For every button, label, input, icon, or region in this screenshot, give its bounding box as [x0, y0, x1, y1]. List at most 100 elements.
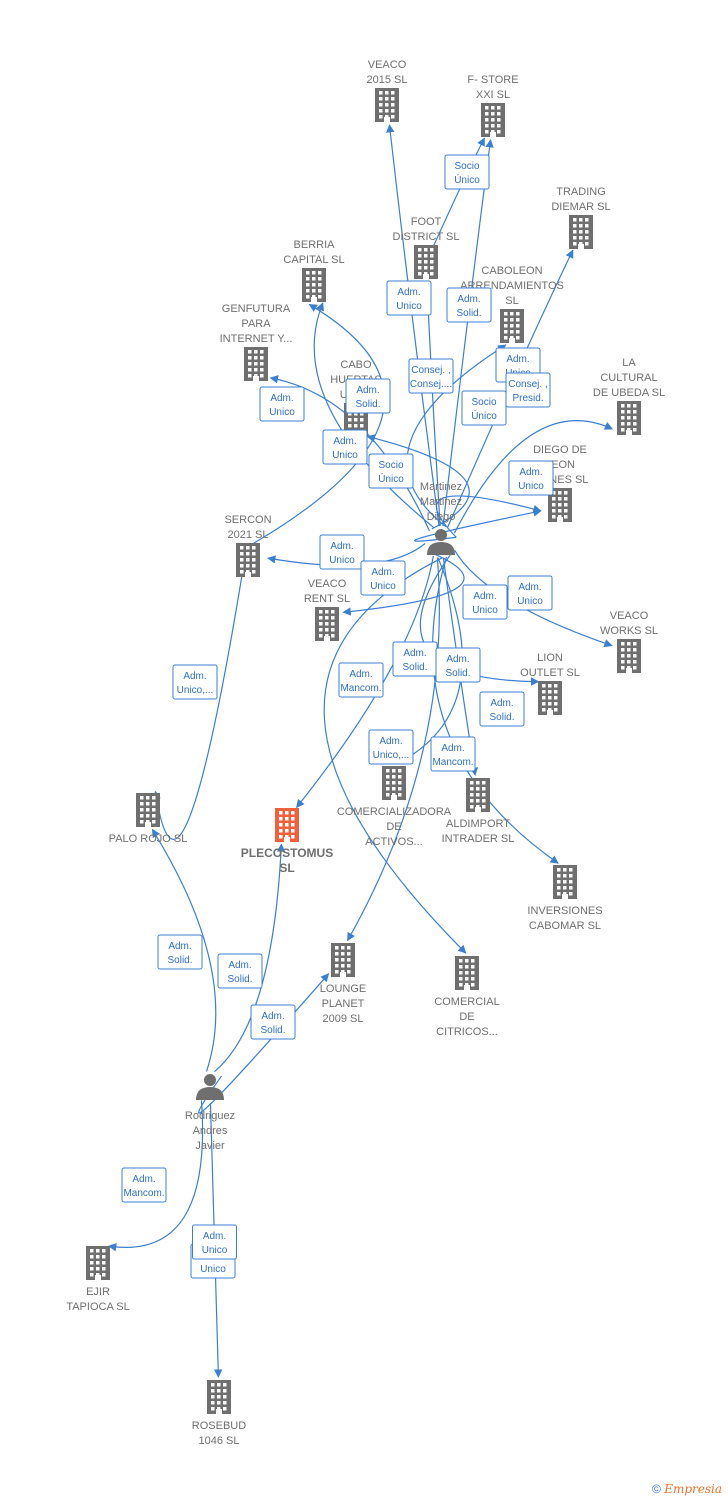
edge-label-box[interactable]	[259, 386, 305, 422]
building-icon[interactable]	[315, 607, 339, 641]
edge-label-box[interactable]	[319, 534, 365, 570]
edge-label-box[interactable]	[508, 460, 554, 496]
edge-label-box[interactable]	[446, 287, 492, 323]
building-icon[interactable]	[500, 309, 524, 343]
edge-label-box[interactable]	[368, 729, 414, 765]
edge-label-rodriguez-rosebud[interactable]: Adm.Unico	[192, 1224, 237, 1260]
edge-label-martinez-veacorent[interactable]: Adm.Unico	[507, 575, 553, 611]
edge-label-martinez-cabo[interactable]: Adm.Unico	[508, 460, 554, 496]
edge-label-martinez-lounge[interactable]: Adm.Mancom.	[430, 736, 476, 772]
edge-label-martinez-fstore[interactable]: Adm.Solid.	[446, 287, 492, 323]
edge-label-martinez-diegodeleon[interactable]: Adm.Unico	[319, 534, 365, 570]
edge-label-box[interactable]	[435, 647, 481, 683]
edge-label-martinez-plecostomus[interactable]: Adm.Solid.	[392, 641, 438, 677]
edge-label-martinez-inversiones[interactable]: Adm.Unico,...	[368, 729, 414, 765]
building-icon[interactable]	[538, 681, 562, 715]
edge-label-box[interactable]	[322, 429, 368, 465]
edge-label-box[interactable]	[157, 934, 203, 970]
node-palorojo[interactable]: PALO ROJO SL	[109, 793, 188, 845]
edge-label-box[interactable]	[368, 453, 414, 489]
node-comercializadora[interactable]: COMERCIALIZADORADEACTIVOS...	[337, 766, 452, 848]
edge-label-martinez-comercializadora[interactable]: Adm.Solid.	[479, 691, 525, 727]
edge-label-box[interactable]	[479, 691, 525, 727]
edge-label-martinez-aldimport[interactable]: Adm.Solid.	[435, 647, 481, 683]
edge-label-box[interactable]	[461, 390, 507, 426]
building-icon[interactable]	[236, 543, 260, 577]
edge-label-martinez-genfutura[interactable]: Adm.Solid.	[345, 378, 391, 414]
building-icon[interactable]	[617, 401, 641, 435]
node-comercial[interactable]: COMERCIALDECITRICOS...	[434, 956, 500, 1038]
building-icon[interactable]	[466, 778, 490, 812]
building-icon[interactable]	[481, 103, 505, 137]
edge-label-box[interactable]	[386, 280, 432, 316]
edge-label-box[interactable]	[408, 358, 454, 394]
edge-label-rodriguez-plecostomus[interactable]: Adm.Solid.	[250, 1004, 296, 1040]
building-icon[interactable]	[275, 808, 299, 842]
edge-label-sercon-palorojo[interactable]: Adm.Solid.	[157, 934, 203, 970]
building-icon[interactable]	[414, 245, 438, 279]
edge-label-martinez-lacultural[interactable]: Consej. ,Presid.	[505, 372, 551, 408]
edge-label-rodriguez-palorojo[interactable]: Adm.Solid.	[217, 953, 263, 989]
edge-label-martinez-veacoworks[interactable]: Adm.Unico	[462, 584, 508, 620]
edge-label-rodriguez-lounge[interactable]: Adm.Mancom.	[121, 1167, 167, 1203]
person-icon[interactable]	[427, 529, 455, 555]
edge-label-box[interactable]	[462, 584, 508, 620]
edge-label-martinez-lionoutlet[interactable]: Adm.Mancom.	[338, 662, 384, 698]
edge-label-box[interactable]	[444, 154, 490, 190]
edge-label-martinez-comercial[interactable]: Adm.Unico,...	[172, 664, 218, 700]
edge-label-martinez-foot[interactable]: Consej. ,Consej....	[408, 358, 454, 394]
edge-label-box[interactable]	[345, 378, 391, 414]
edge-label-martinez-berria[interactable]: Adm.Unico	[259, 386, 305, 422]
edge-label-box[interactable]	[360, 560, 406, 596]
edge-label-box[interactable]	[172, 664, 218, 700]
edge-label-box[interactable]	[430, 736, 476, 772]
edge-label-box[interactable]	[505, 372, 551, 408]
edge-label-box[interactable]	[121, 1167, 167, 1203]
building-icon[interactable]	[244, 347, 268, 381]
edge-label-martinez-veaco2015[interactable]: Adm.Unico	[386, 280, 432, 316]
edge-label-box[interactable]	[192, 1224, 237, 1260]
building-icon[interactable]	[375, 88, 399, 122]
edge-label-martinez-caboleon[interactable]: Adm.Unico	[322, 429, 368, 465]
edge-label-martinez-sercon[interactable]: Adm.Unico	[360, 560, 406, 596]
building-icon[interactable]	[86, 1246, 110, 1280]
building-icon[interactable]	[302, 268, 326, 302]
building-icon[interactable]	[617, 639, 641, 673]
edge-label-box[interactable]	[250, 1004, 296, 1040]
building-icon[interactable]	[207, 1380, 231, 1414]
edge-label-box[interactable]	[217, 953, 263, 989]
building-icon[interactable]	[455, 956, 479, 990]
person-icon[interactable]	[196, 1074, 224, 1100]
building-icon[interactable]	[382, 766, 406, 800]
building-icon[interactable]	[331, 943, 355, 977]
building-icon[interactable]	[136, 793, 160, 827]
edge-label-box[interactable]	[507, 575, 553, 611]
building-icon[interactable]	[569, 215, 593, 249]
building-icon[interactable]	[553, 865, 577, 899]
edge-label-box[interactable]	[338, 662, 384, 698]
brand-logo[interactable]: Empresia	[664, 1482, 722, 1496]
